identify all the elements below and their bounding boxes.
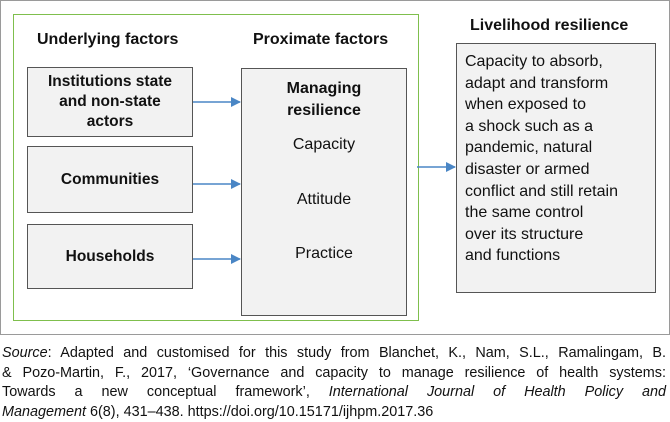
source-note: Source: Adapted and customised for this … xyxy=(2,344,666,422)
source-line-3: Towards a new conceptual framework’, Int… xyxy=(2,383,666,403)
journal-name: International Journal of Health Policy a… xyxy=(329,384,666,400)
connector-arrows xyxy=(0,0,670,335)
source-label: Source xyxy=(2,345,48,361)
source-line-2: & Pozo-Martin, F., 2017, ‘Governance and… xyxy=(2,364,666,384)
source-line-4: Management 6(8), 431–438. https://doi.or… xyxy=(2,403,666,422)
source-line-1: Source: Adapted and customised for this … xyxy=(2,344,666,364)
citation-details: 6(8), 431–438. https://doi.org/10.15171/… xyxy=(86,404,433,420)
source-text: Towards a new conceptual framework’, xyxy=(2,384,329,400)
journal-name: Management xyxy=(2,404,86,420)
source-text: : Adapted and customised for this study … xyxy=(48,345,666,361)
